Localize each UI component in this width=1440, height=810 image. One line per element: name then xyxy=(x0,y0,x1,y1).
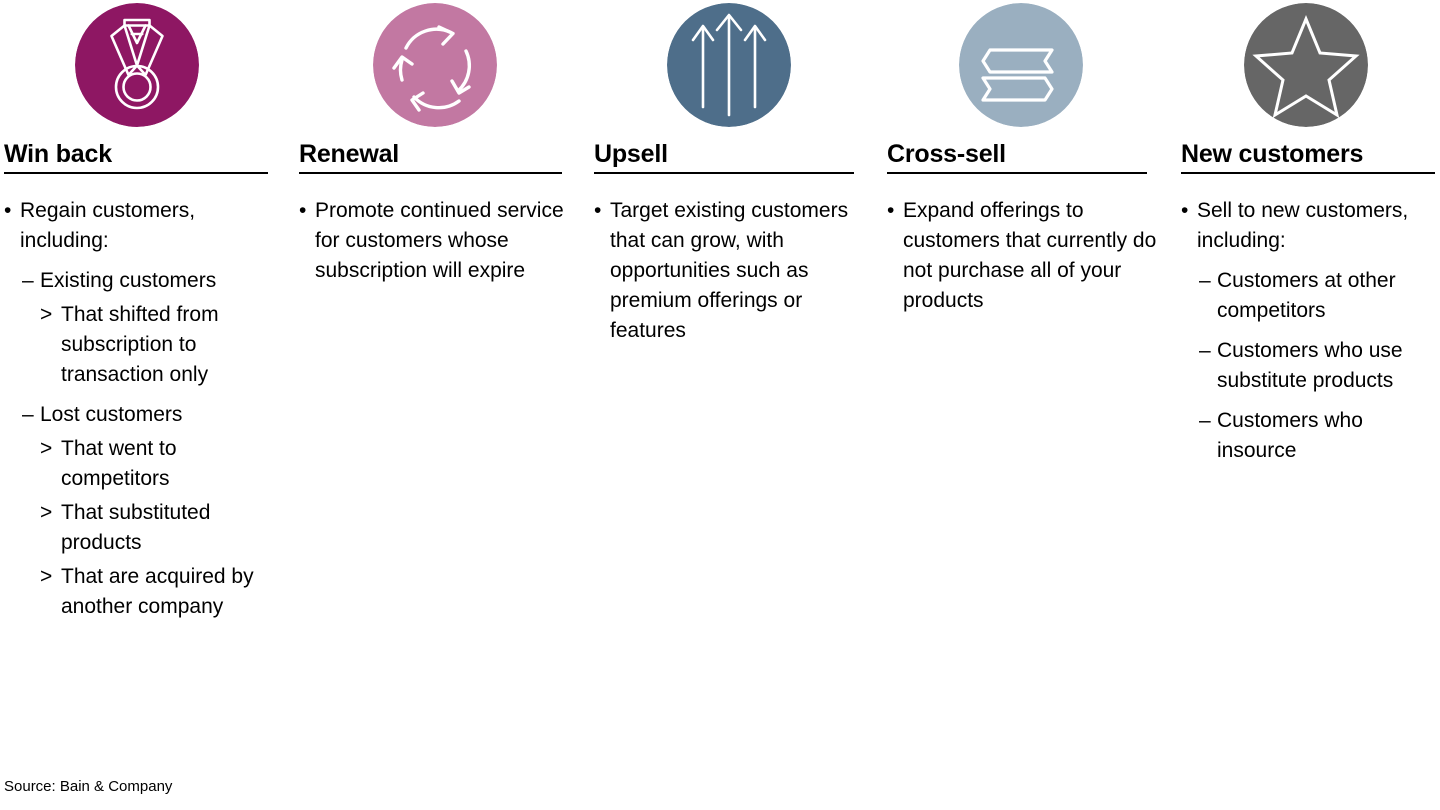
icon-upsell xyxy=(594,0,883,140)
bullet-marker: – xyxy=(22,403,34,426)
bullet-text: Customers who insource xyxy=(1217,409,1363,462)
bullet-marker: • xyxy=(4,199,12,222)
column-title-cross-sell: Cross-sell xyxy=(887,140,1006,168)
bullet-item: –Customers who use substitute products xyxy=(1181,336,1431,396)
growth-levers-columns: Win back•Regain customers, including:–Ex… xyxy=(0,0,1440,760)
cycle-arrows-icon xyxy=(372,3,497,127)
bullet-marker: • xyxy=(887,199,895,222)
bullet-text: Customers who use substitute products xyxy=(1217,339,1403,392)
medal-icon xyxy=(74,3,199,127)
bullet-marker: > xyxy=(40,303,53,326)
column-rule-upsell xyxy=(594,172,854,174)
bullet-marker: – xyxy=(22,269,34,292)
bullet-item: • Regain customers, including: xyxy=(4,196,272,256)
bullet-marker: • xyxy=(594,199,602,222)
icon-cross-sell xyxy=(887,0,1177,140)
bullet-text: Target existing customers that can grow,… xyxy=(610,199,849,342)
bullet-text: That substituted products xyxy=(61,501,211,554)
bullet-marker: – xyxy=(1199,339,1211,362)
column-rule-renewal xyxy=(299,172,562,174)
bullet-item: • Promote continued service for customers… xyxy=(299,196,567,286)
bullet-marker: – xyxy=(1199,269,1211,292)
bullet-text: Promote continued service for customers … xyxy=(315,199,564,282)
bullet-text: Existing customers xyxy=(40,269,217,292)
bullet-marker: > xyxy=(40,565,53,588)
bullet-item: > That are acquired by another company xyxy=(4,562,254,622)
bullet-item: > That shifted from subscription to trans… xyxy=(4,300,254,390)
up-arrows-icon xyxy=(666,3,791,127)
bullet-marker: • xyxy=(299,199,307,222)
bullet-text: That are acquired by another company xyxy=(61,565,254,618)
bullet-marker: • xyxy=(1181,199,1189,222)
bullet-text: Regain customers, including: xyxy=(20,199,196,252)
star-icon xyxy=(1243,3,1368,127)
bullet-text: Sell to new customers, including: xyxy=(1197,199,1409,252)
icon-new-customers xyxy=(1181,0,1440,140)
column-cross-sell: Cross-sell • Expand offerings to customers… xyxy=(883,0,1177,760)
column-rule-new-customers xyxy=(1181,172,1435,174)
bullet-marker: > xyxy=(40,501,53,524)
column-rule-cross-sell xyxy=(887,172,1147,174)
column-title-renewal: Renewal xyxy=(299,140,400,168)
bullet-item: > That substituted products xyxy=(4,498,254,558)
bullet-item: • Sell to new customers, including: xyxy=(1181,196,1440,256)
double-ribbon-icon xyxy=(959,3,1083,127)
bullet-item: • Target existing customers that can grow… xyxy=(594,196,866,346)
column-new-customers: New customers • Sell to new customers, inc… xyxy=(1177,0,1440,760)
column-title-upsell: Upsell xyxy=(594,140,668,168)
column-title-new-customers: New customers xyxy=(1181,140,1364,168)
bullet-marker: > xyxy=(40,437,53,460)
bullet-item: –Customers who insource xyxy=(1181,406,1431,466)
bullet-text: Customers at other competitors xyxy=(1217,269,1396,322)
bullet-list-upsell: • Target existing customers that can grow… xyxy=(594,174,883,346)
bullet-item: –Customers at other competitors xyxy=(1181,266,1431,326)
bullet-list-cross-sell: • Expand offerings to customers that curr… xyxy=(887,174,1177,316)
bullet-list-win-back: •Regain customers, including:–Existing c… xyxy=(4,174,295,622)
source-note: Source: Bain & Company xyxy=(4,778,173,795)
column-renewal: Renewal • Promote continued service for cu… xyxy=(295,0,590,760)
bullet-text: Expand offerings to customers that curre… xyxy=(903,199,1157,312)
icon-renewal xyxy=(299,0,590,140)
column-upsell: Upsell • Target existing customers that ca… xyxy=(590,0,883,760)
bullet-text: That shifted from subscription to transa… xyxy=(61,303,219,386)
bullet-list-new-customers: •Sell to new customers, including:–Custo… xyxy=(1181,174,1440,466)
bullet-marker: – xyxy=(1199,409,1211,432)
bullet-item: • Expand offerings to customers that curr… xyxy=(887,196,1159,316)
bullet-text: Lost customers xyxy=(40,403,183,426)
bullet-text: That went to competitors xyxy=(61,437,177,490)
bullet-item: > That went to competitors xyxy=(4,434,254,494)
column-title-win-back: Win back xyxy=(4,140,112,168)
icon-win-back xyxy=(4,0,295,140)
column-rule-win-back xyxy=(4,172,268,174)
bullet-item: –Lost customers xyxy=(4,400,266,430)
bullet-list-renewal: • Promote continued service for customers… xyxy=(299,174,590,286)
column-win-back: Win back•Regain customers, including:–Ex… xyxy=(0,0,295,760)
bullet-item: –Existing customers xyxy=(4,266,266,296)
